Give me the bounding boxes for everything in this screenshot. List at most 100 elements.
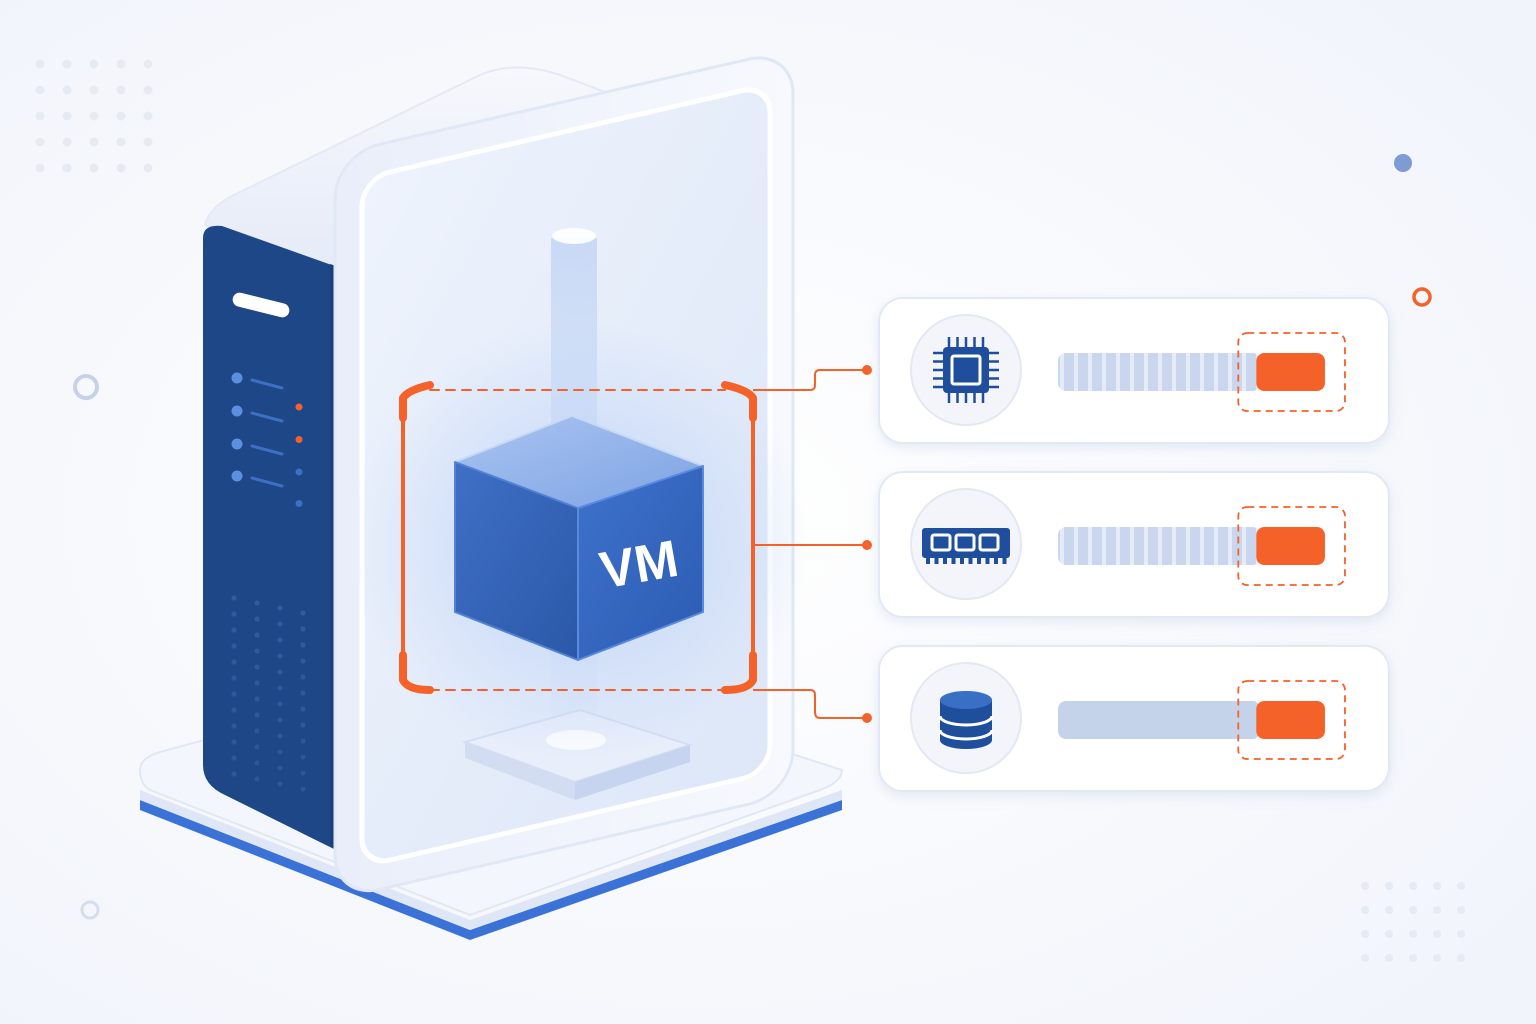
grid-dot xyxy=(1361,906,1369,914)
status-led xyxy=(231,438,243,450)
grid-dot xyxy=(35,163,45,173)
vent-dot xyxy=(254,680,260,686)
grid-dot xyxy=(35,85,45,95)
vent-dot xyxy=(277,749,283,755)
vent-dot xyxy=(254,648,260,654)
grid-dot xyxy=(116,111,126,121)
vm-selection-bracket xyxy=(399,381,757,694)
server-vent-dots xyxy=(231,595,306,792)
vent-dot xyxy=(254,776,260,782)
vent-dot xyxy=(231,627,237,633)
resource-usage-bar-storage xyxy=(1058,680,1346,760)
grid-dot xyxy=(89,85,99,95)
grid-dot xyxy=(1457,930,1465,938)
drive-bay-line xyxy=(250,378,284,390)
vent-dot xyxy=(231,755,237,761)
beam-top-glow xyxy=(552,228,596,244)
vent-dot xyxy=(300,674,306,680)
vent-dot xyxy=(254,664,260,670)
grid-dot xyxy=(1457,954,1465,962)
vent-dot xyxy=(254,616,260,622)
server-status-leds xyxy=(231,372,303,507)
grid-dot xyxy=(143,59,153,69)
decorative-ring xyxy=(73,374,99,400)
vent-dot xyxy=(277,685,283,691)
cpu-chip-icon xyxy=(910,314,1022,426)
vent-dot xyxy=(231,707,237,713)
grid-dot xyxy=(1385,930,1393,938)
vent-dot xyxy=(254,712,260,718)
grid-dot xyxy=(62,59,72,69)
grid-dot xyxy=(1361,954,1369,962)
decorative-dot xyxy=(1394,154,1412,172)
grid-dot xyxy=(1433,906,1441,914)
vent-dot xyxy=(231,659,237,665)
decorative-ring-orange xyxy=(1412,287,1432,307)
grid-dot xyxy=(1433,882,1441,890)
activity-led xyxy=(295,436,303,443)
decorative-dot-grid-bottom-right xyxy=(1361,882,1465,962)
grid-dot xyxy=(116,137,126,147)
grid-dot xyxy=(62,85,72,95)
vent-dot xyxy=(300,754,306,760)
drive-bay-line xyxy=(250,411,284,423)
allocation-highlight-frame xyxy=(1237,680,1346,760)
vent-dot xyxy=(231,675,237,681)
vent-dot xyxy=(277,701,283,707)
grid-dot xyxy=(1361,882,1369,890)
vent-dot xyxy=(231,723,237,729)
allocated-segment xyxy=(1256,527,1325,565)
grid-dot xyxy=(35,137,45,147)
vent-dot xyxy=(300,626,306,632)
vent-dot xyxy=(277,605,283,611)
grid-dot xyxy=(1385,954,1393,962)
grid-dot xyxy=(1409,930,1417,938)
usage-track xyxy=(1058,353,1261,391)
grid-dot xyxy=(89,163,99,173)
vent-dot xyxy=(277,717,283,723)
resource-usage-bar-cpu xyxy=(1058,332,1346,412)
usage-track xyxy=(1058,527,1261,565)
vent-dot xyxy=(254,696,260,702)
resource-card-cpu xyxy=(878,297,1390,444)
status-led xyxy=(231,372,243,384)
grid-dot xyxy=(35,111,45,121)
allocation-highlight-frame xyxy=(1237,332,1346,412)
vent-dot xyxy=(231,691,237,697)
status-led xyxy=(231,470,243,482)
decorative-ring xyxy=(80,900,100,920)
vent-dot xyxy=(300,610,306,616)
grid-dot xyxy=(1409,882,1417,890)
grid-dot xyxy=(143,163,153,173)
vent-dot xyxy=(300,706,306,712)
resource-cards xyxy=(878,297,1390,792)
vent-dot xyxy=(277,781,283,787)
grid-dot xyxy=(143,85,153,95)
ram-module-icon xyxy=(910,488,1022,600)
virtual-machine-cube: VM xyxy=(454,415,704,661)
grid-dot xyxy=(62,111,72,121)
drive-bay-line xyxy=(250,476,284,488)
server-drive-slot xyxy=(232,292,290,318)
grid-dot xyxy=(89,111,99,121)
vent-dot xyxy=(231,771,237,777)
vent-dot xyxy=(277,637,283,643)
usage-track xyxy=(1058,701,1261,739)
vent-dot xyxy=(254,728,260,734)
vent-dot xyxy=(277,669,283,675)
grid-dot xyxy=(143,137,153,147)
vent-dot xyxy=(231,643,237,649)
grid-dot xyxy=(143,111,153,121)
grid-dot xyxy=(62,163,72,173)
vent-dot xyxy=(300,642,306,648)
grid-dot xyxy=(1385,882,1393,890)
grid-dot xyxy=(116,163,126,173)
grid-dot xyxy=(89,59,99,69)
decorative-dot-grid-top-left xyxy=(35,59,153,173)
vent-dot xyxy=(300,658,306,664)
resource-card-storage xyxy=(878,645,1390,792)
connector-lines xyxy=(753,365,872,723)
status-led xyxy=(231,405,243,417)
server-left-panel xyxy=(203,225,340,852)
